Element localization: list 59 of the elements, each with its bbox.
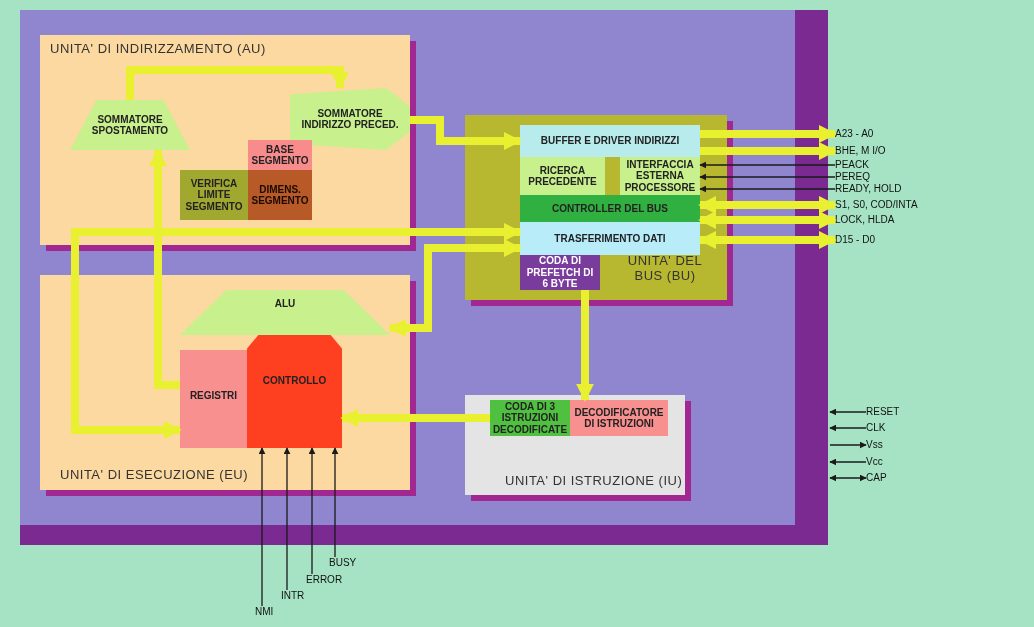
unit-title: UNITA' DI ISTRUZIONE (IU) xyxy=(505,473,683,488)
function-block: CONTROLLO xyxy=(247,335,342,448)
alu-block: ALU xyxy=(180,290,390,335)
bus-arrow xyxy=(698,211,837,229)
signal-label: CAP xyxy=(866,472,896,484)
signal-arrow xyxy=(829,458,867,466)
bus-arrow xyxy=(576,290,594,402)
bus-arrow xyxy=(700,125,837,143)
function-block: CODA DI 3 ISTRUZIONI DECODIFICATE xyxy=(490,400,570,436)
function-block: BASE SEGMENTO xyxy=(248,140,312,170)
signal-label: RESET xyxy=(866,406,906,418)
function-block: CONTROLLER DEL BUS xyxy=(520,195,700,222)
signal-label: BUSY xyxy=(329,557,364,569)
signal-arrow xyxy=(829,424,867,432)
function-block: DIMENS. SEGMENTO xyxy=(248,170,312,220)
signal-arrow xyxy=(283,447,291,591)
bus-arrow xyxy=(71,223,522,439)
signal-arrow xyxy=(699,185,836,193)
signal-arrow xyxy=(699,173,836,181)
signal-arrow xyxy=(331,447,339,558)
signal-label: BHE, M I/O xyxy=(835,145,895,157)
unit-title: UNITA' DEL BUS (BU) xyxy=(626,253,704,283)
signal-arrow xyxy=(829,408,867,416)
signal-label: ERROR xyxy=(306,574,346,586)
signal-arrow xyxy=(699,161,836,169)
function-block: DECODIFICATORE DI ISTRUZIONI xyxy=(570,400,668,436)
signal-label: A23 - A0 xyxy=(835,128,895,140)
bus-arrow xyxy=(698,196,837,214)
function-block: TRASFERIMENTO DATI xyxy=(520,222,700,255)
bus-arrow xyxy=(700,142,837,160)
bus-arrow xyxy=(410,116,522,150)
signal-arrow xyxy=(258,447,266,607)
signal-label: S1, S0, COD/INTA xyxy=(835,199,935,211)
signal-label: READY, HOLD xyxy=(835,183,905,195)
function-block: REGISTRI xyxy=(180,350,247,448)
signal-label: LOCK, HLDA xyxy=(835,214,905,226)
signal-arrow xyxy=(308,447,316,575)
adder-block: SOMMATORE SPOSTAMENTO xyxy=(70,100,190,150)
function-block: BUFFER E DRIVER INDIRIZZI xyxy=(520,125,700,157)
signal-label: D15 - D0 xyxy=(835,234,895,246)
unit-title: UNITA' DI INDIRIZZAMENTO (AU) xyxy=(50,41,266,56)
signal-label: PEACK xyxy=(835,159,880,171)
signal-label: PEREQ xyxy=(835,171,880,183)
signal-arrow xyxy=(829,441,867,449)
function-block: CODA DI PREFETCH DI 6 BYTE xyxy=(520,255,600,290)
function-block: INTERFACCIA ESTERNA PROCESSORE xyxy=(620,157,700,195)
bus-arrow xyxy=(149,148,180,389)
bus-arrow xyxy=(340,409,490,427)
bus-arrow xyxy=(698,231,837,249)
bus-arrow xyxy=(388,239,522,337)
signal-label: CLK xyxy=(866,422,896,434)
unit-title: UNITA' DI ESECUZIONE (EU) xyxy=(60,467,249,482)
signal-label: INTR xyxy=(281,590,311,602)
signal-arrow xyxy=(829,474,867,482)
signal-label: Vss xyxy=(866,439,896,451)
function-block: VERIFICA LIMITE SEGMENTO xyxy=(180,170,248,220)
function-block: RICERCA PRECEDENTE xyxy=(520,157,605,195)
signal-label: Vcc xyxy=(866,456,896,468)
signal-label: NMI xyxy=(255,606,285,618)
